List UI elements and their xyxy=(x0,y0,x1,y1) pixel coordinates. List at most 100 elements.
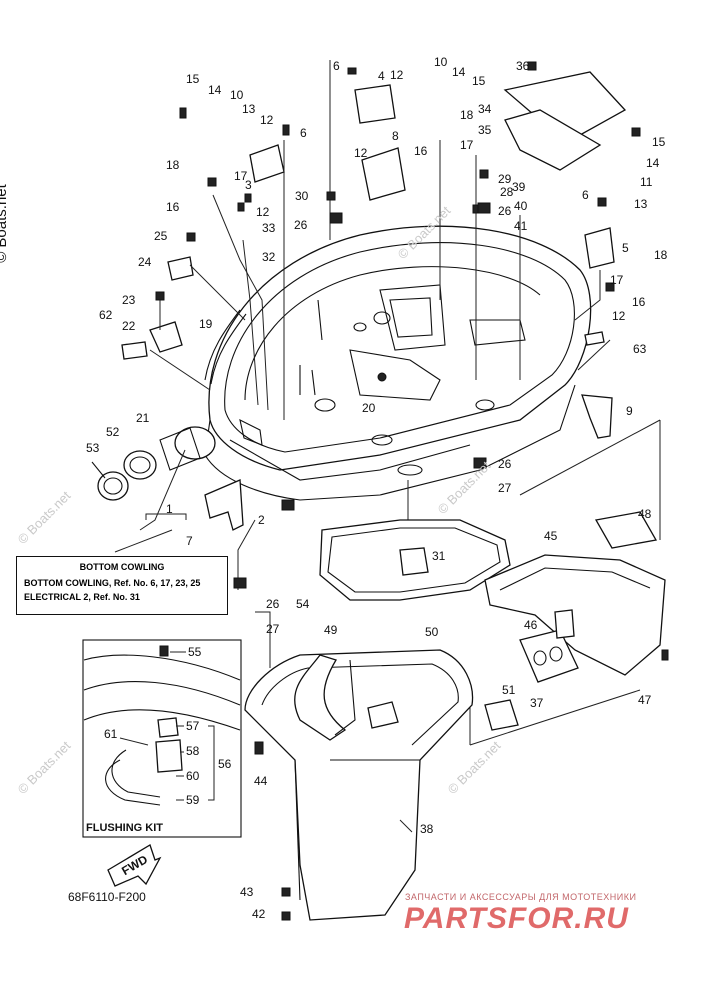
callout: 15 xyxy=(472,74,486,88)
fwd-arrow: FWD xyxy=(107,844,162,887)
callout: 26 xyxy=(294,218,308,232)
watermark-side: © Boats.net xyxy=(0,184,10,263)
callout: 32 xyxy=(262,250,276,264)
hose-49 xyxy=(294,654,347,741)
callout: 31 xyxy=(432,549,446,563)
callout: 5 xyxy=(622,241,629,255)
callout: 20 xyxy=(362,401,376,415)
callout: 54 xyxy=(296,597,310,611)
callout: 14 xyxy=(646,156,660,170)
cable-19 xyxy=(204,309,241,381)
callout: 28 xyxy=(500,185,514,199)
callout: 41 xyxy=(514,219,528,233)
callout: 18 xyxy=(460,108,474,122)
callout: 34 xyxy=(478,102,492,116)
bolts xyxy=(155,61,669,921)
diagram-code: 68F6110-F200 xyxy=(68,890,146,904)
callout: 4 xyxy=(378,69,385,83)
callout: 22 xyxy=(122,319,136,333)
callout: 51 xyxy=(502,683,516,697)
shop-brand-logo[interactable]: PARTSFOR.RU xyxy=(404,902,629,935)
callout: 16 xyxy=(166,200,180,214)
callout: 9 xyxy=(626,404,633,418)
callout: 35 xyxy=(478,123,492,137)
callout: 19 xyxy=(199,317,213,331)
bottom-cowling-legend: BOTTOM COWLING BOTTOM COWLING, Ref. No. … xyxy=(16,556,228,615)
label-62 xyxy=(121,341,148,360)
legend-title: BOTTOM COWLING xyxy=(79,562,165,572)
callout: 39 xyxy=(512,180,526,194)
callout: 49 xyxy=(324,623,338,637)
callout: 60 xyxy=(186,769,200,783)
grommet-31 xyxy=(399,547,429,576)
pad-46 xyxy=(554,609,575,639)
callout: 17 xyxy=(460,138,474,152)
rubber-37 xyxy=(519,629,579,683)
callout: 44 xyxy=(254,774,268,788)
callout: 24 xyxy=(138,255,152,269)
label-63 xyxy=(584,331,605,346)
bracket-35 xyxy=(504,109,602,171)
callout: 14 xyxy=(452,65,466,79)
callout: 18 xyxy=(166,158,180,172)
bracket-9 xyxy=(581,394,613,439)
callout: 12 xyxy=(390,68,404,82)
callout: 47 xyxy=(638,693,652,707)
callout: 6 xyxy=(300,126,307,140)
bracket-22 xyxy=(149,321,183,353)
callout: 27 xyxy=(266,622,280,636)
callout: 13 xyxy=(634,197,648,211)
grommet-50 xyxy=(367,701,399,729)
callout: 16 xyxy=(414,144,428,158)
callout: 45 xyxy=(544,529,558,543)
callout: 30 xyxy=(295,189,309,203)
callout: 3 xyxy=(245,178,252,192)
callout: 21 xyxy=(136,411,150,425)
callout: 25 xyxy=(154,229,168,243)
callout: 48 xyxy=(638,507,652,521)
callout: 58 xyxy=(186,744,200,758)
callout: 10 xyxy=(230,88,244,102)
callout: 8 xyxy=(392,129,399,143)
bracket-45 xyxy=(484,554,666,676)
callout: 43 xyxy=(240,885,254,899)
lower-cowling xyxy=(244,649,474,921)
callout: 17 xyxy=(234,169,248,183)
callout: 12 xyxy=(612,309,626,323)
callout: 33 xyxy=(262,221,276,235)
bracket-5 xyxy=(584,227,615,269)
callout: 55 xyxy=(188,645,202,659)
callout: 42 xyxy=(252,907,266,921)
bracket-8 xyxy=(361,147,406,201)
bracket-24 xyxy=(167,256,194,281)
callout: 1 xyxy=(166,502,173,516)
flushing-kit-box xyxy=(82,639,242,838)
callout: 15 xyxy=(186,72,200,86)
callout: 12 xyxy=(354,146,368,160)
callout: 14 xyxy=(208,83,222,97)
callout: 38 xyxy=(420,822,434,836)
legend-line-2: ELECTRICAL 2, Ref. No. 31 xyxy=(24,592,140,602)
callout: 50 xyxy=(425,625,439,639)
callout-numbers: 1 2 3 4 5 6 6 6 7 8 9 10 10 11 12 12 12 … xyxy=(86,55,668,921)
callout: 36 xyxy=(516,59,530,73)
callout: 27 xyxy=(498,481,512,495)
callout: 52 xyxy=(106,425,120,439)
callout: 62 xyxy=(99,308,113,322)
flushing-kit-label: FLUSHING KIT xyxy=(86,822,163,834)
callout: 12 xyxy=(260,113,274,127)
callout: 46 xyxy=(524,618,538,632)
callout: 56 xyxy=(218,757,232,771)
bracket-7 xyxy=(204,479,244,531)
callout: 23 xyxy=(122,293,136,307)
callout: 2 xyxy=(258,513,265,527)
callout: 57 xyxy=(186,719,200,733)
plate-48 xyxy=(594,511,658,549)
callout: 29 xyxy=(498,172,512,186)
bracket-4 xyxy=(354,84,396,124)
callout: 18 xyxy=(654,248,668,262)
bracket-3 xyxy=(249,144,285,183)
callout: 40 xyxy=(514,199,528,213)
guide-lines xyxy=(114,60,661,746)
